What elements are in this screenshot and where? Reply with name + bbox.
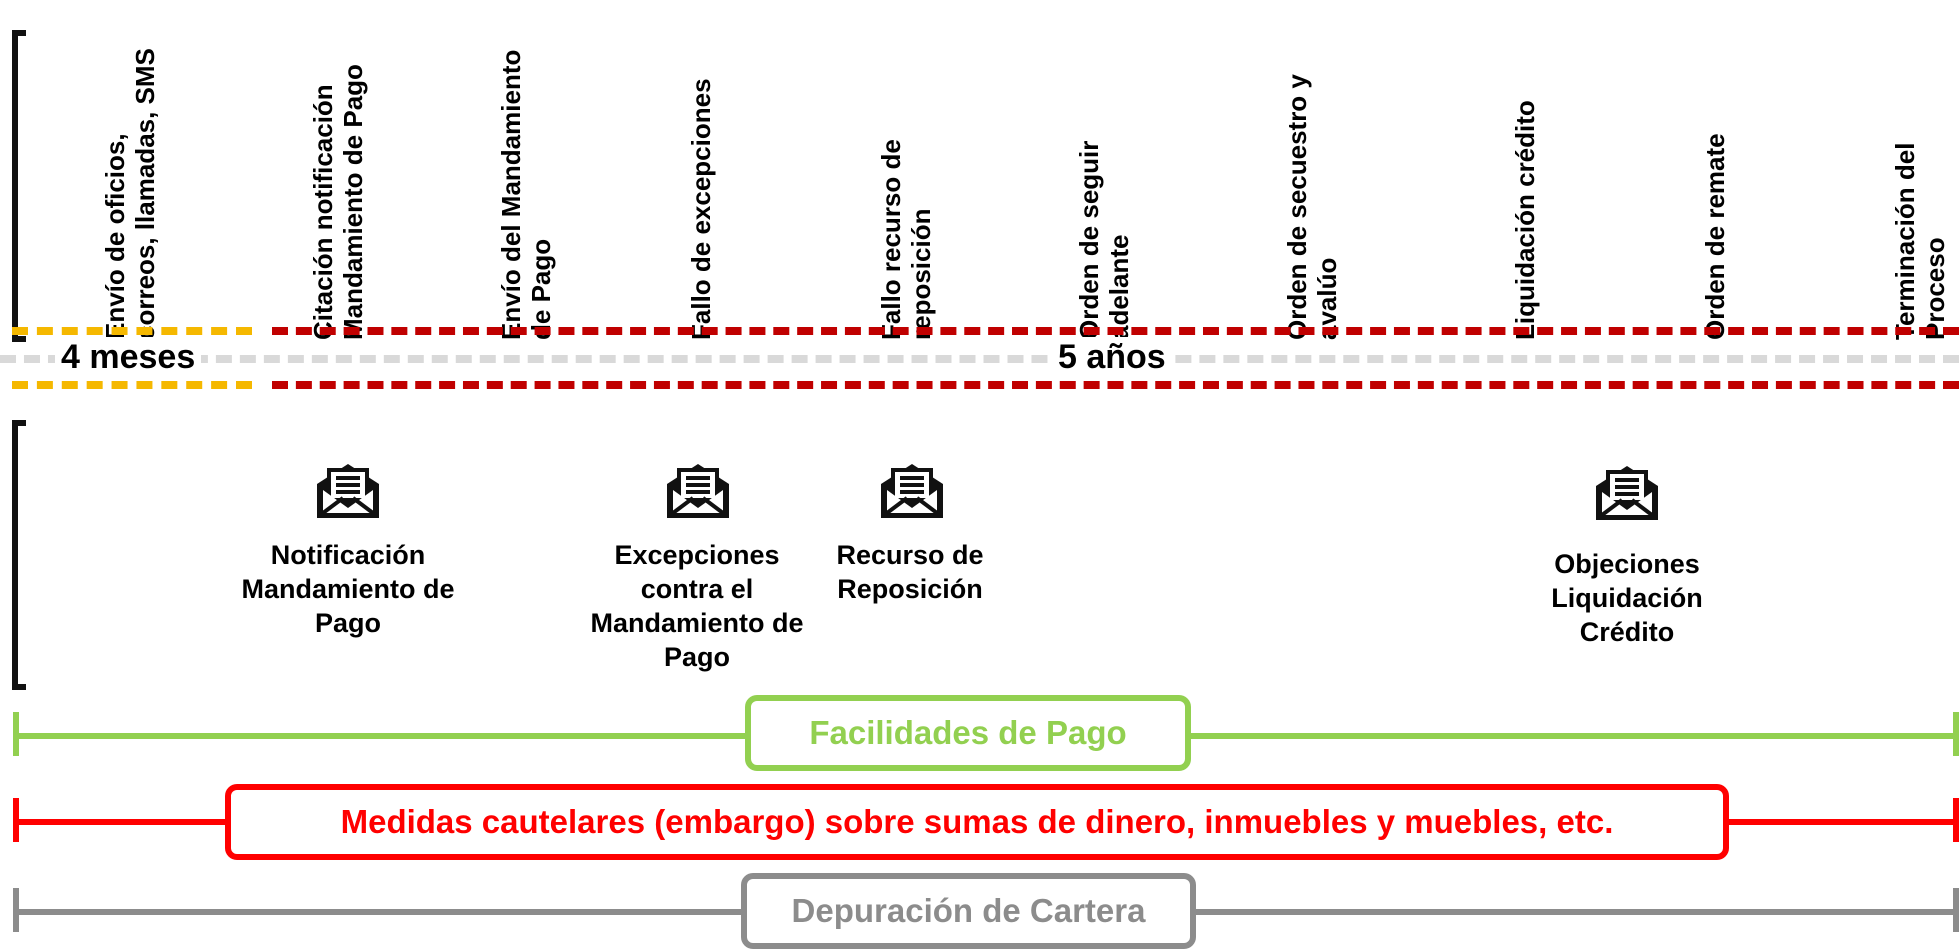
period-second-bottom — [272, 381, 1959, 389]
period-second-top — [272, 327, 1959, 335]
step-label: Orden de seguir adelante — [1074, 140, 1134, 340]
step-9: Orden de remate — [1700, 0, 1780, 340]
facilidades-start-tick — [13, 712, 19, 756]
medidas-start-tick — [13, 798, 19, 842]
events-bracket — [12, 420, 26, 690]
period-second-label: 5 años — [1052, 337, 1172, 377]
step-label: Fallo recurso de reposición — [876, 139, 936, 340]
steps-bracket — [12, 30, 26, 342]
envelope-letter-icon — [667, 464, 729, 518]
event-label-objeciones: Objeciones Liquidación Crédito — [1551, 549, 1703, 647]
period-axis-line — [0, 355, 1959, 363]
step-label: Liquidación crédito — [1510, 100, 1540, 340]
envelope-letter-icon — [1596, 466, 1658, 520]
facilidades-de-pago-box: Facilidades de Pago — [745, 695, 1191, 771]
step-label: Fallo de excepciones — [686, 78, 716, 340]
medidas-end-tick — [1953, 798, 1959, 842]
step-3: Envío del Mandamiento de Pago — [496, 0, 576, 340]
event-label-recurso: Recurso de Reposición — [836, 540, 984, 604]
envelope-letter-icon — [881, 464, 943, 518]
step-7: Orden de secuestro y avalúo — [1282, 0, 1362, 340]
step-label: Terminación del Proceso — [1890, 142, 1950, 340]
step-label: Citación notificación Mandamiento de Pag… — [308, 64, 368, 340]
step-2: Citación notificación Mandamiento de Pag… — [308, 0, 388, 340]
depuracion-end-tick — [1953, 888, 1959, 932]
medidas-cautelares-box: Medidas cautelares (embargo) sobre sumas… — [225, 784, 1729, 860]
step-8: Liquidación crédito — [1510, 0, 1590, 340]
period-first-label: 4 meses — [55, 337, 202, 377]
facilidades-end-tick — [1953, 712, 1959, 756]
event-label-notificacion: Notificación Mandamiento de Pago — [241, 540, 455, 638]
step-label: Orden de secuestro y avalúo — [1282, 74, 1342, 340]
step-4: Fallo de excepciones — [686, 0, 766, 340]
step-5: Fallo recurso de reposición — [876, 0, 956, 340]
step-label: Orden de remate — [1700, 133, 1730, 340]
step-10: Terminación del Proceso — [1890, 0, 1959, 340]
depuracion-de-cartera-box: Depuración de Cartera — [741, 873, 1196, 949]
envelope-letter-icon — [317, 464, 379, 518]
period-first-top — [12, 327, 252, 335]
event-label-excepciones: Excepciones contra el Mandamiento de Pag… — [590, 540, 804, 672]
step-label: Envío del Mandamiento de Pago — [496, 49, 556, 340]
step-6: Orden de seguir adelante — [1074, 0, 1154, 340]
step-1: Envío de oficios, correos, llamadas, SMS — [100, 0, 180, 340]
step-label: Envío de oficios, correos, llamadas, SMS — [100, 48, 160, 340]
depuracion-start-tick — [13, 888, 19, 932]
period-first-bottom — [12, 381, 252, 389]
